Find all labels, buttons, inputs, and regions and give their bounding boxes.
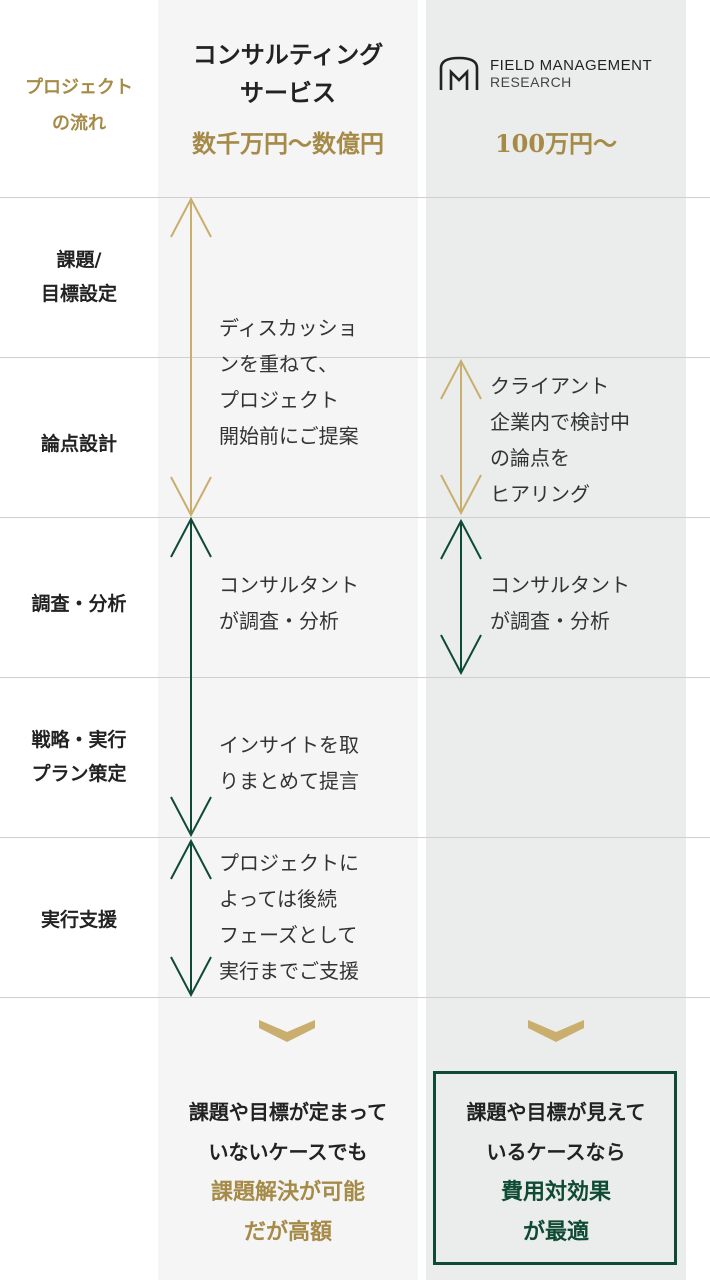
row-label-line: 目標設定 bbox=[40, 283, 117, 305]
fmr-desc-research: コンサルタント が調査・分析 bbox=[490, 567, 630, 639]
row-divider bbox=[0, 837, 710, 838]
row-divider bbox=[0, 997, 710, 998]
fmr-logo: FIELD MANAGEMENT RESEARCH bbox=[438, 52, 686, 96]
row-label-line: 戦略・実行 bbox=[31, 729, 127, 751]
fmr-arrow-hearing bbox=[440, 359, 482, 516]
fmr-result-box bbox=[433, 1071, 677, 1265]
desc-line: が調査・分析 bbox=[490, 609, 610, 633]
row-label-line: 論点設計 bbox=[40, 433, 117, 455]
desc-line: コンサルタント bbox=[219, 573, 359, 597]
row-label-execution-support: 実行支援 bbox=[0, 903, 158, 937]
desc-line: クライアント bbox=[490, 374, 610, 398]
desc-line: コンサルタント bbox=[490, 573, 630, 597]
row-label-line: 調査・分析 bbox=[31, 593, 127, 615]
desc-line: よっては後続 bbox=[219, 887, 337, 911]
result-highlight: が最適 bbox=[522, 1219, 589, 1245]
desc-line: ヒアリング bbox=[490, 482, 590, 506]
fmr-arrow-research bbox=[440, 519, 482, 676]
row-divider bbox=[0, 677, 710, 678]
row-label-goal-setting: 課題/ 目標設定 bbox=[0, 243, 158, 311]
consulting-title: コンサルティング サービス bbox=[158, 36, 418, 112]
consulting-arrow-research bbox=[170, 517, 212, 838]
flow-label: プロジェクト の流れ bbox=[0, 70, 158, 142]
consulting-column-background bbox=[158, 0, 418, 1280]
consulting-arrow-execution bbox=[170, 839, 212, 998]
fmr-logo-line2: RESEARCH bbox=[490, 74, 572, 90]
desc-line: 開始前にご提案 bbox=[219, 424, 359, 448]
desc-line: フェーズとして bbox=[219, 923, 358, 947]
consulting-desc-insight: インサイトを取 りまとめて提言 bbox=[219, 727, 359, 799]
result-line: 課題や目標が見えて bbox=[466, 1100, 646, 1124]
desc-line: ンを重ねて、 bbox=[219, 352, 338, 376]
result-highlight: だが高額 bbox=[243, 1219, 332, 1245]
desc-line: りまとめて提言 bbox=[219, 769, 359, 793]
consulting-arrow-discussion bbox=[170, 197, 212, 518]
result-line: 課題や目標が定まって bbox=[188, 1100, 388, 1124]
row-label-research-analysis: 調査・分析 bbox=[0, 587, 158, 621]
flow-label-line: の流れ bbox=[52, 113, 106, 134]
consulting-title-line: コンサルティング bbox=[192, 40, 384, 69]
fmr-logo-line1: FIELD MANAGEMENT bbox=[490, 57, 653, 74]
row-label-issue-design: 論点設計 bbox=[0, 427, 158, 461]
fmr-logo-icon bbox=[439, 56, 479, 90]
consulting-title-line: サービス bbox=[240, 78, 336, 107]
result-highlight: 課題解決が可能 bbox=[210, 1179, 365, 1205]
consulting-desc-research: コンサルタント が調査・分析 bbox=[219, 567, 359, 639]
desc-line: プロジェクトに bbox=[219, 851, 359, 875]
result-highlight: 費用対効果 bbox=[500, 1179, 611, 1205]
desc-line: プロジェクト bbox=[219, 388, 339, 412]
chevron-down-icon bbox=[528, 1020, 584, 1042]
desc-line: インサイトを取 bbox=[219, 733, 359, 757]
row-label-line: プラン策定 bbox=[31, 763, 127, 785]
row-divider bbox=[0, 517, 710, 518]
desc-line: 企業内で検討中 bbox=[490, 410, 630, 434]
row-divider bbox=[0, 357, 710, 358]
fmr-column-background bbox=[426, 0, 686, 1280]
consulting-desc-execution: プロジェクトに よっては後続 フェーズとして 実行までご支援 bbox=[219, 845, 359, 989]
consulting-desc-discussion: ディスカッショ ンを重ねて、 プロジェクト 開始前にご提案 bbox=[219, 310, 359, 454]
fmr-price: 100万円〜 bbox=[494, 129, 618, 158]
row-label-line: 実行支援 bbox=[40, 909, 117, 931]
row-label-strategy-plan: 戦略・実行 プラン策定 bbox=[0, 723, 158, 791]
fmr-desc-hearing: クライアント 企業内で検討中 の論点を ヒアリング bbox=[490, 368, 630, 512]
row-label-line: 課題/ bbox=[56, 249, 102, 271]
consulting-price: 数千万円〜数億円 bbox=[192, 129, 384, 158]
desc-line: の論点を bbox=[490, 446, 570, 470]
desc-line: が調査・分析 bbox=[219, 609, 339, 633]
result-line: いるケースなら bbox=[486, 1140, 626, 1164]
desc-line: ディスカッショ bbox=[219, 316, 358, 340]
chevron-down-icon bbox=[259, 1020, 315, 1042]
result-line: いないケースでも bbox=[208, 1140, 368, 1164]
flow-label-line: プロジェクト bbox=[25, 77, 133, 98]
row-divider bbox=[0, 197, 710, 198]
consulting-result: 課題や目標が定まって いないケースでも 課題解決が可能 だが高額 bbox=[158, 1092, 418, 1252]
desc-line: 実行までご支援 bbox=[219, 959, 359, 983]
fmr-result: 課題や目標が見えて いるケースなら 費用対効果 が最適 bbox=[426, 1092, 686, 1252]
